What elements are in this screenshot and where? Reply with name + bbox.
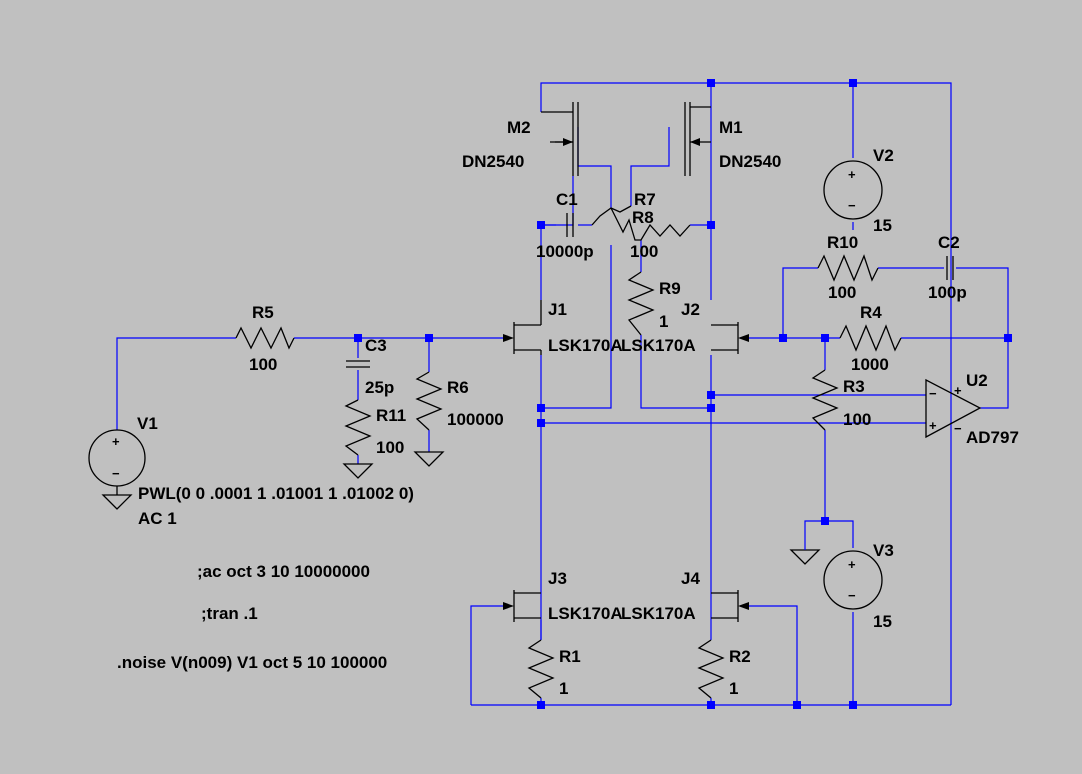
- r9-name: R9: [659, 279, 681, 298]
- directive-ac[interactable]: ;ac oct 3 10 10000000: [197, 562, 370, 581]
- j4-model: LSK170A: [621, 604, 696, 623]
- j4-name: J4: [681, 569, 700, 588]
- jfet-j2[interactable]: [711, 322, 749, 354]
- u2-model: AD797: [966, 428, 1019, 447]
- r11-value: 100: [376, 438, 404, 457]
- svg-text:−: −: [848, 588, 856, 603]
- r3-name: R3: [843, 377, 865, 396]
- r8-name: R8: [632, 208, 654, 227]
- r6-value: 100000: [447, 410, 504, 429]
- r11-name: R11: [376, 406, 406, 425]
- j1-model: LSK170A: [548, 336, 623, 355]
- ground-icon: [101, 494, 133, 510]
- r1-value: 1: [559, 679, 568, 698]
- j2-model: LSK170A: [621, 336, 696, 355]
- mosfet-m1[interactable]: [684, 102, 711, 176]
- resistor-r9[interactable]: [627, 271, 655, 336]
- svg-text:−: −: [954, 421, 962, 436]
- resistor-r6[interactable]: [415, 371, 443, 431]
- m1-model: DN2540: [719, 152, 781, 171]
- j1-name: J1: [548, 300, 567, 319]
- svg-text:+: +: [954, 383, 962, 398]
- component-labels: M2 DN2540 M1 DN2540 V2 15 C1 10000p R7 R…: [137, 118, 1019, 698]
- r6-name: R6: [447, 378, 469, 397]
- directive-noise[interactable]: .noise V(n009) V1 oct 5 10 100000: [117, 653, 387, 672]
- v2-value: 15: [873, 216, 892, 235]
- j2-name: J2: [681, 300, 700, 319]
- capacitor-c3[interactable]: [346, 360, 370, 368]
- v3-value: 15: [873, 612, 892, 631]
- j3-name: J3: [548, 569, 567, 588]
- r7-name: R7: [634, 190, 656, 209]
- r2-value: 1: [729, 679, 738, 698]
- voltage-source-v3[interactable]: + −: [823, 550, 883, 610]
- c1-name: C1: [556, 190, 578, 209]
- r5-value: 100: [249, 355, 277, 374]
- v1-name: V1: [137, 414, 158, 433]
- resistor-r1[interactable]: [527, 639, 555, 699]
- jfet-j3[interactable]: [503, 590, 541, 622]
- resistor-r8[interactable]: [610, 207, 691, 241]
- wires: [116, 82, 1009, 706]
- v3-name: V3: [873, 541, 894, 560]
- svg-text:−: −: [112, 466, 120, 481]
- jfet-j4[interactable]: [711, 590, 749, 622]
- resistor-r4[interactable]: [839, 324, 902, 352]
- r9-value: 1: [659, 312, 668, 331]
- v1-value1: PWL(0 0 .0001 1 .01001 1 .01002 0): [138, 484, 414, 503]
- v1-value2: AC 1: [138, 509, 177, 528]
- voltage-source-v1[interactable]: + −: [88, 429, 146, 495]
- r4-value: 1000: [851, 355, 889, 374]
- resistor-r11[interactable]: [344, 399, 372, 456]
- r5-name: R5: [252, 303, 274, 322]
- capacitor-c2[interactable]: [946, 256, 954, 280]
- c2-value: 100p: [928, 283, 967, 302]
- r8-value: 100: [630, 242, 658, 261]
- svg-text:+: +: [848, 167, 856, 182]
- v2-name: V2: [873, 146, 894, 165]
- m2-name: M2: [507, 118, 531, 137]
- svg-text:−: −: [929, 386, 937, 401]
- r1-name: R1: [559, 647, 581, 666]
- svg-text:+: +: [929, 418, 937, 433]
- r10-name: R10: [827, 233, 858, 252]
- ground-icon: [413, 451, 445, 467]
- svg-text:−: −: [848, 198, 856, 213]
- r2-name: R2: [729, 647, 751, 666]
- svg-text:+: +: [112, 434, 120, 449]
- r10-value: 100: [828, 283, 856, 302]
- ground-icon: [789, 540, 821, 565]
- c3-name: C3: [365, 336, 387, 355]
- r3-value: 100: [843, 410, 871, 429]
- r4-name: R4: [860, 303, 882, 322]
- directive-tran[interactable]: ;tran .1: [201, 604, 258, 623]
- svg-text:+: +: [848, 557, 856, 572]
- junction-dots: [354, 79, 1012, 709]
- m2-model: DN2540: [462, 152, 524, 171]
- resistor-r5[interactable]: [235, 326, 295, 350]
- capacitor-c1[interactable]: [566, 213, 574, 237]
- opamp-u2[interactable]: − + + −: [925, 378, 982, 439]
- j3-model: LSK170A: [548, 604, 623, 623]
- voltage-source-v2[interactable]: + −: [823, 160, 883, 220]
- u2-name: U2: [966, 371, 988, 390]
- mosfet-m2[interactable]: [541, 102, 579, 176]
- c2-name: C2: [938, 233, 960, 252]
- jfet-j1[interactable]: [503, 300, 542, 355]
- resistor-r3[interactable]: [811, 369, 839, 431]
- ground-icon: [342, 463, 374, 479]
- c1-value: 10000p: [536, 242, 594, 261]
- c3-value: 25p: [365, 378, 394, 397]
- resistor-r2[interactable]: [697, 639, 725, 699]
- spice-directives: ;ac oct 3 10 10000000 ;tran .1 .noise V(…: [117, 562, 387, 672]
- resistor-r10[interactable]: [817, 254, 879, 282]
- m1-name: M1: [719, 118, 743, 137]
